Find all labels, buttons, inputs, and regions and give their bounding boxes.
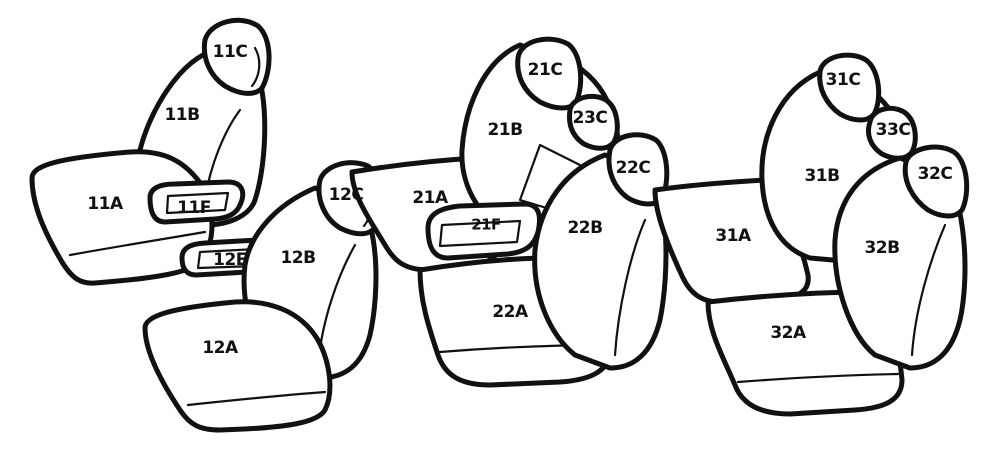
row-2 xyxy=(349,36,670,388)
label-22c: 22C xyxy=(616,158,651,178)
label-31c: 31C xyxy=(826,70,861,90)
label-31a: 31A xyxy=(715,226,752,246)
label-21b: 21B xyxy=(487,120,522,140)
part-11a-front-line xyxy=(68,230,207,257)
label-12c: 12C xyxy=(329,185,364,205)
label-11a: 11A xyxy=(87,194,124,214)
part-21f-inner-line xyxy=(438,219,522,248)
label-21a: 21A xyxy=(412,188,449,208)
label-12a: 12A xyxy=(202,338,239,358)
part-22b-seat-back xyxy=(532,152,669,371)
label-11f: 11F xyxy=(177,198,211,218)
label-22a: 22A xyxy=(492,302,529,322)
label-11c: 11C xyxy=(213,42,248,62)
label-32b: 32B xyxy=(864,238,899,258)
label-23c: 23C xyxy=(573,108,608,128)
part-12a-cushion xyxy=(142,299,333,433)
label-21c: 21C xyxy=(528,60,563,80)
label-21f: 21F xyxy=(471,216,501,234)
label-12b: 12B xyxy=(280,248,315,268)
seat-11 xyxy=(29,17,272,286)
part-32b-side-line xyxy=(910,223,947,357)
row-3 xyxy=(652,52,970,417)
part-32a-front-line xyxy=(736,372,900,384)
label-22b: 22B xyxy=(567,218,602,238)
part-11f-inner-line xyxy=(165,191,230,215)
label-12e: 12E xyxy=(213,250,247,270)
label-11b: 11B xyxy=(164,105,199,125)
part-32c-headrest xyxy=(902,144,970,219)
label-32c: 32C xyxy=(918,164,953,184)
label-31b: 31B xyxy=(804,166,839,186)
part-12a-front-line xyxy=(186,390,327,407)
label-32a: 32A xyxy=(770,323,807,343)
part-11c-side-line xyxy=(250,46,261,88)
part-11c-headrest xyxy=(201,17,272,96)
label-33c: 33C xyxy=(876,120,911,140)
part-22b-side-line xyxy=(613,218,647,357)
part-labels: 11C 11B 11A 11F 12C 12B 12E 12A 21A 21C … xyxy=(87,42,953,358)
